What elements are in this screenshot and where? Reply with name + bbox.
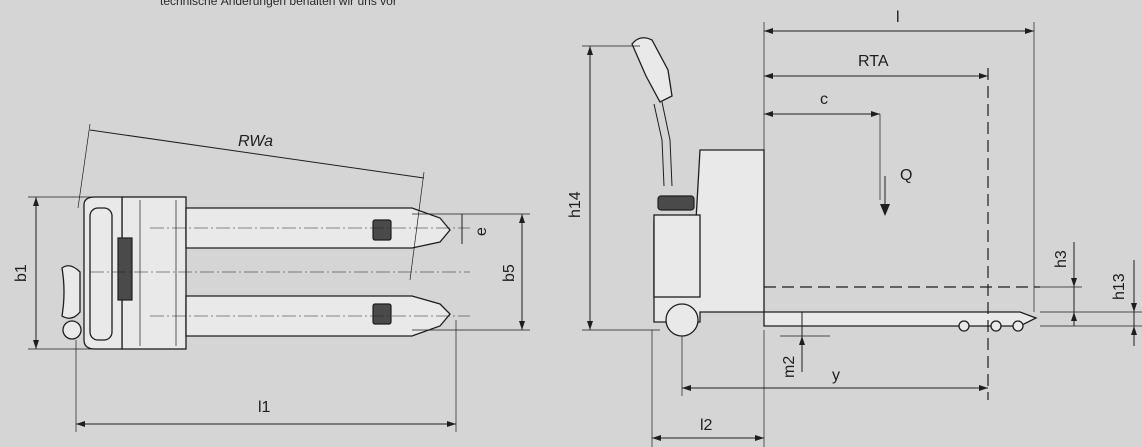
side-view: l RTA c Q h14 xyxy=(567,9,1142,447)
rwa-label: RWa xyxy=(238,133,273,150)
b1-label: b1 xyxy=(13,264,30,282)
load-roller-side-1 xyxy=(958,320,970,332)
top-view: RWa b1 b5 e l1 xyxy=(13,123,530,432)
h13-label: h13 xyxy=(1111,273,1128,300)
load-roller-side-3 xyxy=(1012,320,1024,332)
load-roller-lower xyxy=(372,303,392,325)
l2-label: l2 xyxy=(700,417,713,434)
q-label: Q xyxy=(900,167,912,184)
h3-label: h3 xyxy=(1053,250,1070,268)
b5-label: b5 xyxy=(501,264,518,282)
battery-cover xyxy=(657,195,695,211)
m2-label: m2 xyxy=(781,356,798,378)
h14-label: h14 xyxy=(567,191,584,218)
drive-wheel-side xyxy=(665,303,699,337)
tiller-handle-side xyxy=(631,37,673,103)
e-label: e xyxy=(473,227,490,236)
y-label: y xyxy=(832,367,840,384)
rta-label: RTA xyxy=(858,53,889,70)
drive-wheel-top xyxy=(62,320,82,340)
load-roller-side-2 xyxy=(990,320,1002,332)
l-label: l xyxy=(896,9,900,26)
control-panel xyxy=(117,237,133,301)
c-label: c xyxy=(820,91,828,108)
l1-label: l1 xyxy=(258,399,271,416)
truck-chassis-top xyxy=(121,196,187,350)
load-roller-upper xyxy=(372,219,392,241)
handle-grip xyxy=(61,265,81,319)
disclaimer-note: technische Änderungen behalten wir uns v… xyxy=(160,0,397,8)
